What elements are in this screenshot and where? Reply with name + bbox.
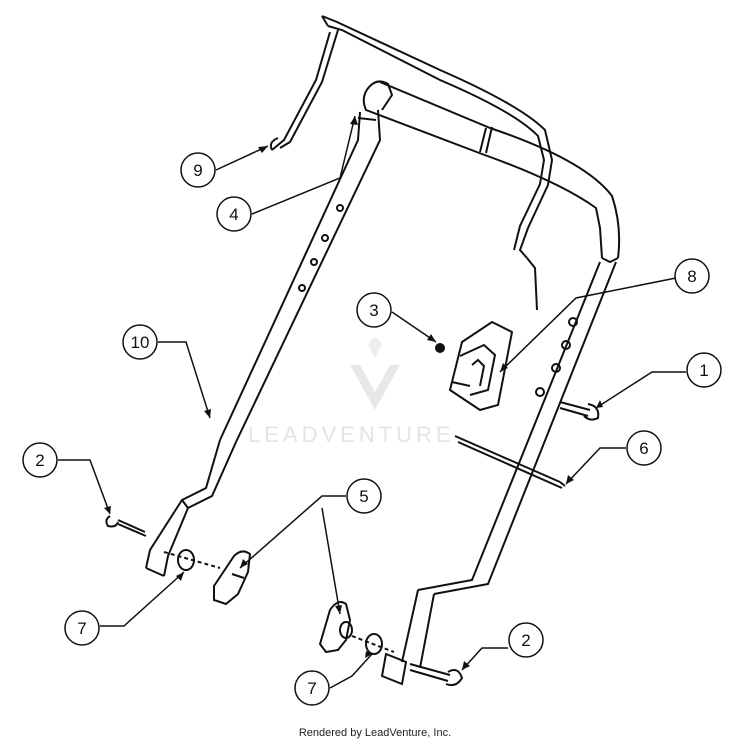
svg-text:7: 7 <box>307 679 316 698</box>
leader-10 <box>158 341 211 419</box>
control-bail-9 <box>269 15 554 311</box>
leader-7a <box>100 571 185 627</box>
callout-5: 5 <box>346 478 382 514</box>
right-handle-rail <box>380 261 617 686</box>
cable-tie-6 <box>454 435 566 489</box>
svg-text:9: 9 <box>193 161 202 180</box>
callout-7a: 7 <box>64 610 100 646</box>
cable-guide-8 <box>448 320 514 412</box>
callouts: 9 4 8 3 1 10 6 2 <box>22 152 722 706</box>
leader-5b <box>321 507 341 615</box>
hex-nut-3 <box>435 343 445 353</box>
callout-1: 1 <box>686 352 722 388</box>
leader-2b <box>461 647 508 671</box>
leader-6 <box>565 447 626 485</box>
svg-text:5: 5 <box>359 487 368 506</box>
washer-7-right <box>351 633 395 655</box>
svg-text:2: 2 <box>521 631 530 650</box>
watermark-logo-icon <box>350 365 400 410</box>
carriage-bolt-1 <box>559 401 600 421</box>
svg-text:2: 2 <box>35 451 44 470</box>
washer-7-left <box>163 549 221 571</box>
svg-text:7: 7 <box>77 619 86 638</box>
upper-handle-4 <box>219 80 621 443</box>
watermark-text: LEADVENTURE <box>248 422 455 447</box>
lower-handle-10 <box>145 204 344 577</box>
leader-7b <box>329 653 373 689</box>
svg-text:8: 8 <box>687 267 696 286</box>
svg-text:4: 4 <box>229 205 238 224</box>
svg-text:10: 10 <box>131 333 150 352</box>
callout-3: 3 <box>356 292 392 328</box>
leader-9 <box>215 145 269 171</box>
arrowheads <box>104 116 603 670</box>
leader-1 <box>595 371 686 409</box>
callout-9: 9 <box>180 152 216 188</box>
leader-lines <box>58 115 686 689</box>
callout-2b: 2 <box>508 622 544 658</box>
callout-6: 6 <box>626 430 662 466</box>
callout-8: 8 <box>674 258 710 294</box>
callout-10: 10 <box>122 324 158 360</box>
wing-knob-5-left <box>213 550 252 606</box>
bolt-2-right <box>409 663 464 687</box>
leader-4 <box>251 115 356 215</box>
leader-8 <box>499 277 677 373</box>
svg-text:3: 3 <box>369 301 378 320</box>
bolt-2-left <box>105 515 147 537</box>
callout-7b: 7 <box>294 670 330 706</box>
footer-credit: Rendered by LeadVenture, Inc. <box>298 727 452 739</box>
callout-2a: 2 <box>22 442 58 478</box>
leader-5a <box>239 495 346 569</box>
svg-text:6: 6 <box>639 439 648 458</box>
leader-2a <box>58 459 111 515</box>
wing-knob-5-right <box>318 601 353 654</box>
watermark: LEADVENTURE <box>248 337 455 447</box>
leader-3 <box>391 311 437 343</box>
callout-4: 4 <box>216 196 252 232</box>
svg-text:1: 1 <box>699 361 708 380</box>
